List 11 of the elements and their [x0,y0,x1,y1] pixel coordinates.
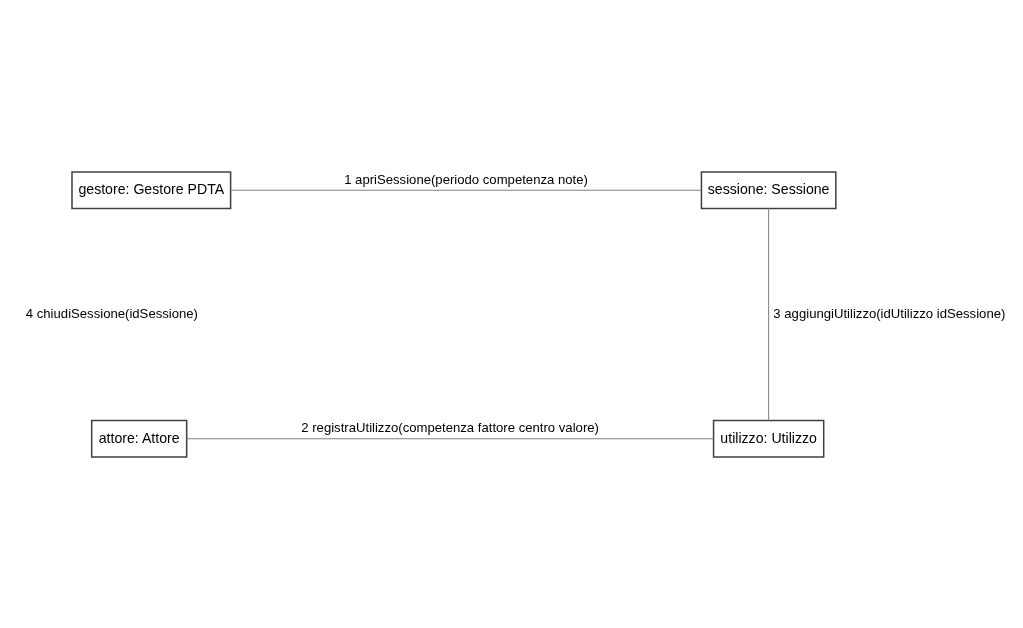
node-box: sessione: Sessione [700,170,837,209]
node-box: utilizzo: Utilizzo [712,419,824,458]
edge-label: 1 apriSessione(periodo competenza note) [343,171,588,187]
connector [767,207,769,421]
node-box: attore: Attore [90,419,187,458]
connector [229,189,702,191]
edge-label: 2 registraUtilizzo(competenza fattore centro valore) [300,419,599,435]
edge-label: 3 aggiungiUtilizzo(idUtilizzo idSessione) [772,305,1005,321]
node-box: gestore: Gestore PDTA [70,170,231,209]
connector [185,437,714,439]
label: 4 chiudiSessione(idSessione) [25,305,198,321]
